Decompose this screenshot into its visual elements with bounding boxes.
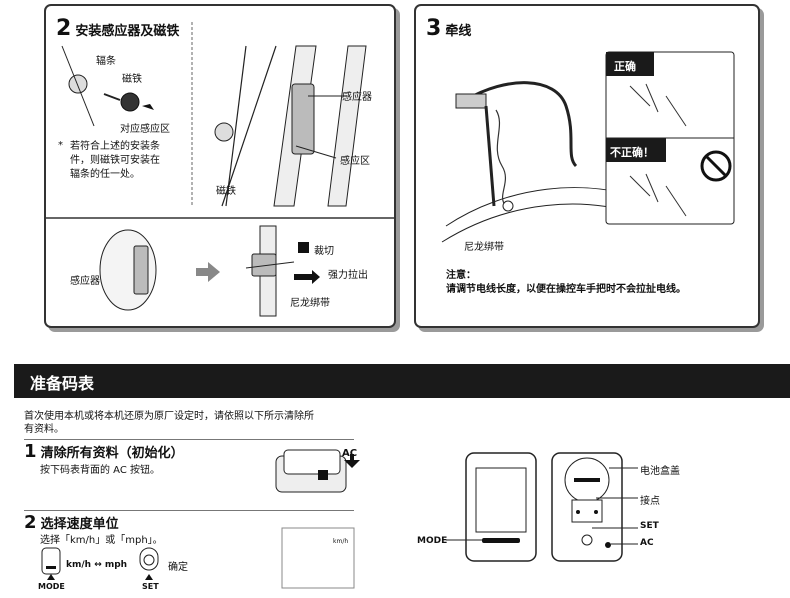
divider xyxy=(24,439,354,440)
step1-desc: 按下码表背面的 AC 按钮。 xyxy=(40,465,161,476)
label-sensor: 感应器 xyxy=(342,92,372,103)
note-line: 辐条的任一处。 xyxy=(70,169,140,180)
step-number: 2 xyxy=(56,16,71,41)
label-cut: 裁切 xyxy=(314,246,334,257)
ac-label: AC xyxy=(342,448,358,459)
label-zone: 对应感应区 xyxy=(120,124,170,135)
label-sensor-hand: 感应器 xyxy=(70,276,100,287)
confirm-label: 确定 xyxy=(168,562,188,573)
note-mark: * xyxy=(58,140,63,151)
device-set-label: SET xyxy=(640,521,659,531)
intro-line: 首次使用本机或将本机还原为原厂设定时，请依照以下所示清除所 xyxy=(24,411,314,422)
step-title: 安装感应器及磁铁 xyxy=(75,24,180,39)
mode-button-label: MODE xyxy=(38,582,65,591)
label-correct: 正确 xyxy=(614,60,636,73)
label-pull: 强力拉出 xyxy=(328,270,368,281)
section-title: 准备码表 xyxy=(30,374,95,393)
divider xyxy=(24,510,354,511)
label-tie: 尼龙绑带 xyxy=(290,298,330,309)
set-button-label: SET xyxy=(142,582,159,591)
step1-header: 1 清除所有资料（初始化） xyxy=(24,441,184,462)
label-magnet-fork: 磁铁 xyxy=(216,186,236,197)
step-number: 3 xyxy=(426,16,441,41)
step2-desc: 选择「km/h」或「mph」。 xyxy=(40,535,163,546)
step-header: 3 牵线 xyxy=(426,16,471,41)
step-header: 2 安装感应器及磁铁 xyxy=(56,16,179,41)
panel-wiring: 3 牵线 正确 不正确！ 尼龙绑带 注意： 请调节电线长度，以便在操控车手把时不… xyxy=(414,4,760,328)
device-contacts-label: 接点 xyxy=(640,496,660,507)
note-line: 件，则磁铁可安装在 xyxy=(70,155,160,166)
installation-illustration xyxy=(46,22,396,317)
step2-header: 2 选择速度单位 xyxy=(24,512,119,533)
step1-title: 清除所有资料（初始化） xyxy=(40,446,184,461)
note-text: 请调节电线长度，以便在操控车手把时不会拉扯电线。 xyxy=(446,284,686,295)
wiring-illustration xyxy=(441,51,735,243)
section-intro: 首次使用本机或将本机还原为原厂设定时，请依照以下所示清除所 有资料。 xyxy=(24,410,314,436)
note-title: 注意： xyxy=(446,270,476,281)
label-spoke: 辐条 xyxy=(96,56,116,67)
step2-title: 选择速度单位 xyxy=(40,517,119,532)
step2-number: 2 xyxy=(24,512,36,533)
label-incorrect: 不正确！ xyxy=(610,146,654,159)
unit-toggle: km/h ↔ mph xyxy=(66,560,128,570)
device-ac-label: AC xyxy=(640,538,654,548)
device-battery-label: 电池盒盖 xyxy=(640,466,680,477)
magnet-note: 若符合上述的安装条 件，则磁铁可安装在 辐条的任一处。 xyxy=(70,140,160,182)
step1-number: 1 xyxy=(24,441,36,462)
label-magnet: 磁铁 xyxy=(122,74,142,85)
device-mode-label: MODE xyxy=(417,536,448,546)
label-sensor-zone: 感应区 xyxy=(340,156,370,167)
label-tie: 尼龙绑带 xyxy=(464,242,504,253)
panel-sensor-magnet: 2 安装感应器及磁铁 辐条 磁铁 对应感应区 * 若符合上述的安装条 件，则磁铁… xyxy=(44,4,396,328)
section-banner: 准备码表 xyxy=(14,364,790,398)
display-unit: km/h xyxy=(333,538,349,545)
intro-line: 有资料。 xyxy=(24,424,64,435)
step-title: 牵线 xyxy=(445,24,472,39)
note-line: 若符合上述的安装条 xyxy=(70,141,160,152)
